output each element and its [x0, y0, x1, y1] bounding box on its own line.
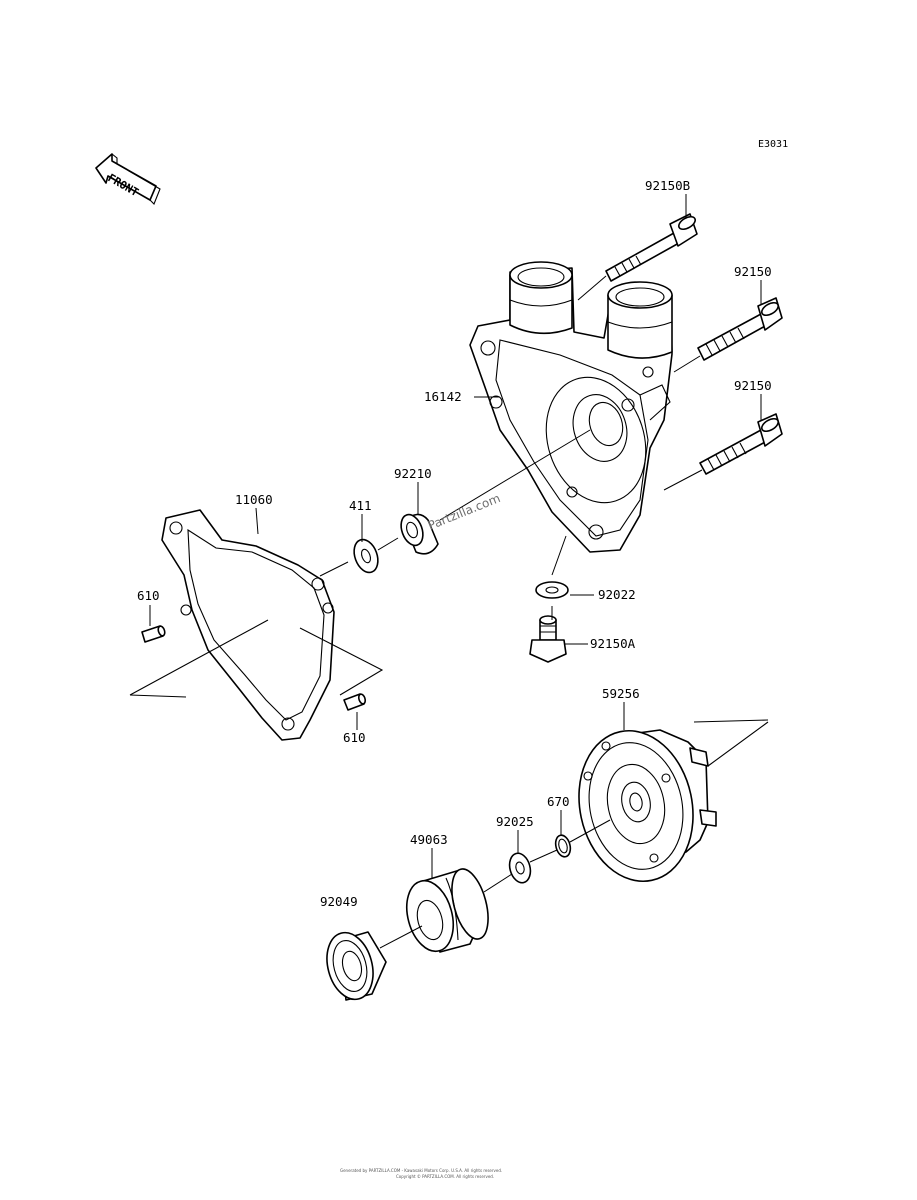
- bolt-92150b: [605, 213, 698, 282]
- label-92022: 92022: [598, 587, 636, 602]
- label-49063: 49063: [410, 832, 448, 847]
- footer-line-1: Generated by PARTZILLA.COM - Kawasaki Mo…: [340, 1168, 502, 1173]
- label-670: 670: [547, 794, 570, 809]
- gasket-11060: [129, 509, 384, 741]
- pump-housing-59256: [578, 719, 769, 883]
- label-92150-upper: 92150: [734, 264, 772, 279]
- label-16142: 16142: [424, 389, 462, 404]
- footer-line-2: Copyright © PARTZILLA.COM. All rights re…: [396, 1174, 494, 1179]
- bushing-49063: [405, 868, 489, 953]
- front-arrow-icon: FRONT: [95, 153, 161, 205]
- washer-92022: [535, 581, 569, 599]
- bolt-92150-lower: [699, 413, 783, 475]
- washer-411: [353, 538, 379, 574]
- pump-cover-16142: [469, 261, 673, 553]
- seal-92210: [400, 513, 439, 555]
- label-59256: 59256: [602, 686, 640, 701]
- drain-bolt-92150a: [529, 615, 567, 663]
- label-92150b: 92150B: [645, 178, 690, 193]
- label-610-left: 610: [137, 588, 160, 603]
- label-92150a: 92150A: [590, 636, 636, 651]
- dowel-pin-610-left: [141, 625, 166, 643]
- label-92025: 92025: [496, 814, 534, 829]
- diagram-code: E3031: [758, 139, 788, 150]
- assembly-lines: [319, 275, 703, 949]
- label-411: 411: [349, 498, 372, 513]
- washer-92025: [508, 852, 532, 884]
- label-610-right: 610: [343, 730, 366, 745]
- dowel-pin-610-right: [343, 693, 367, 711]
- label-92150-lower: 92150: [734, 378, 772, 393]
- label-92049: 92049: [320, 894, 358, 909]
- watermark: Partzilla.com: [426, 491, 502, 533]
- leader-lines: [149, 194, 762, 878]
- label-92210: 92210: [394, 466, 432, 481]
- label-11060: 11060: [235, 492, 273, 507]
- bolt-92150-upper: [697, 297, 783, 361]
- o-ring-670: [554, 834, 572, 858]
- bearing-92049: [326, 931, 387, 1001]
